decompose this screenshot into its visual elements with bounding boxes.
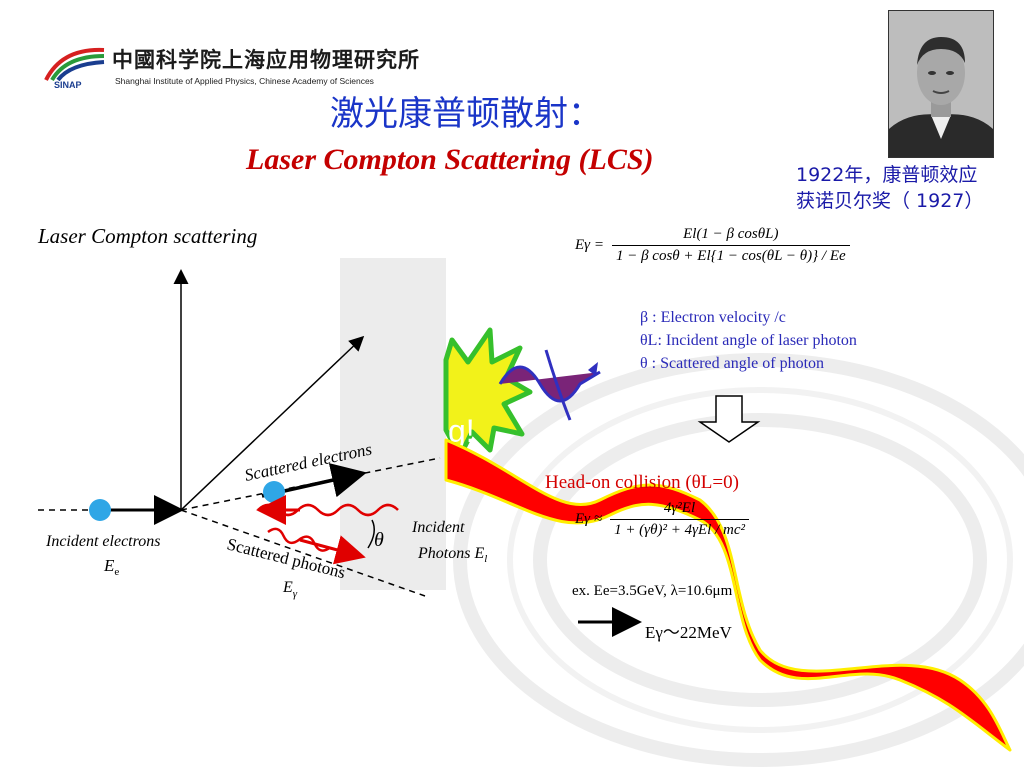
legend-beta: β : Electron velocity /c — [640, 309, 786, 326]
sinap-logo — [44, 47, 105, 82]
institute-name-cn: 中國科学院上海应用物理研究所 — [112, 47, 420, 72]
collision-burst — [443, 327, 533, 459]
legend-theta-l: θL: Incident angle of laser photon — [640, 332, 857, 349]
legend-theta: θ : Scattered angle of photon — [640, 355, 825, 372]
scattered-photon-wave — [267, 527, 331, 552]
compton-portrait — [888, 10, 994, 158]
nobel-note-line1: 1922年，康普顿效应 — [796, 164, 978, 186]
nobel-note-line2: 获诺贝尔奖（ 1927） — [796, 190, 984, 212]
diagram-panel — [340, 258, 446, 590]
head-on-label: Head-on collision (θL=0) — [545, 472, 739, 493]
compton-formula: Eγ = El(1 − β cosθL) 1 − β cosθ + El{1 −… — [575, 226, 850, 265]
head-on-formula: Eγ ≈ 4γ²El 1 + (γθ)² + 4γEl / mc² — [575, 500, 749, 539]
logo-text: SINAP — [54, 80, 82, 90]
institute-name-en: Shanghai Institute of Applied Physics, C… — [115, 76, 374, 86]
example-parameters: ex. Ee=3.5GeV, λ=10.6μm — [572, 583, 733, 599]
slide-title-en: Laser Compton Scattering (LCS) — [246, 143, 654, 176]
incident-photons-label-2: Photons El — [417, 545, 487, 565]
diagram-caption: Laser Compton scattering — [38, 224, 258, 248]
down-arrow — [697, 395, 761, 443]
photon-energy-label: Eγ — [282, 579, 298, 600]
example-result: Eγ～22MeV — [645, 623, 732, 642]
theta-symbol: θ — [374, 529, 384, 551]
diagonal-axis — [180, 335, 365, 511]
variable-legend: β : Electron velocity /c θL: Incident an… — [640, 306, 857, 375]
incident-electrons-label: Incident electrons — [45, 533, 160, 550]
slide-title-cn: 激光康普顿散射： — [330, 94, 602, 134]
electron-energy-label: Ee — [103, 556, 119, 578]
laser-wave-large — [444, 438, 1012, 752]
scattered-electron — [263, 481, 285, 503]
lcs-diagram: θ Scattered electrons Incident electrons… — [38, 258, 1012, 752]
nobel-note: 1922年，康普顿效应 获诺贝尔奖（ 1927） — [796, 162, 983, 214]
incident-photons-label-1: Incident — [411, 519, 465, 536]
incident-electron — [89, 499, 111, 521]
laser-wave-small — [498, 365, 601, 403]
